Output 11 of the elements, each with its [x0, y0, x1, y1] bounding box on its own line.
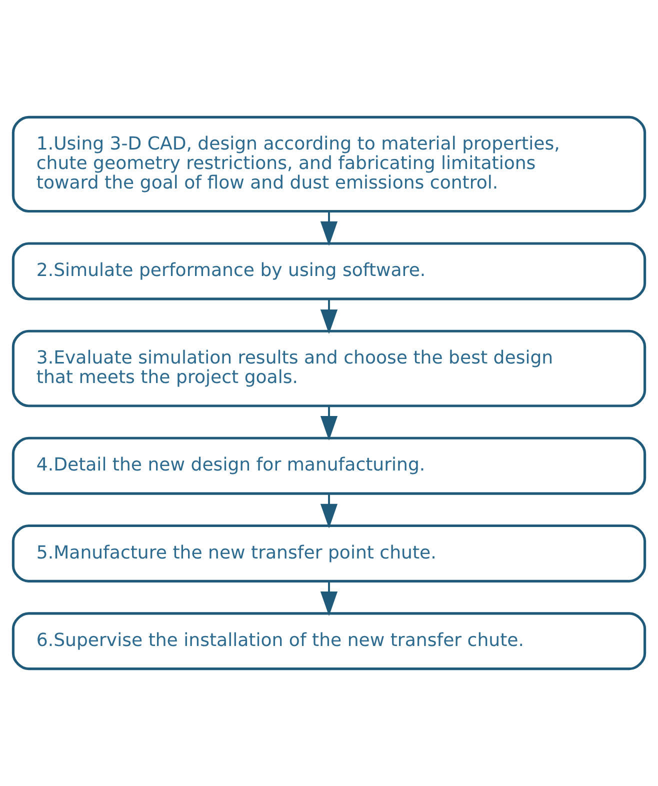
node-box: 2.Simulate performance by using software. [12, 242, 646, 300]
node-box: 1.Using 3-D CAD, design according to material properties, chute geometry restrictions, and fabricating limitations toward the goal of flow and dust emissions control. [12, 116, 646, 213]
node-box: 4.Detail the new design for manufacturing. [12, 436, 646, 495]
arrow [320, 212, 338, 246]
arrow [320, 494, 338, 528]
node-box: 6.Supervise the installation of the new transfer chute. [12, 612, 646, 670]
arrow [320, 406, 338, 440]
node-box: 5.Manufacture the new transfer point chute. [12, 524, 646, 582]
node-box: 3.Evaluate simulation results and choose the best design that meets the project goals. [12, 330, 646, 408]
arrow [320, 581, 338, 616]
arrow [320, 299, 338, 334]
